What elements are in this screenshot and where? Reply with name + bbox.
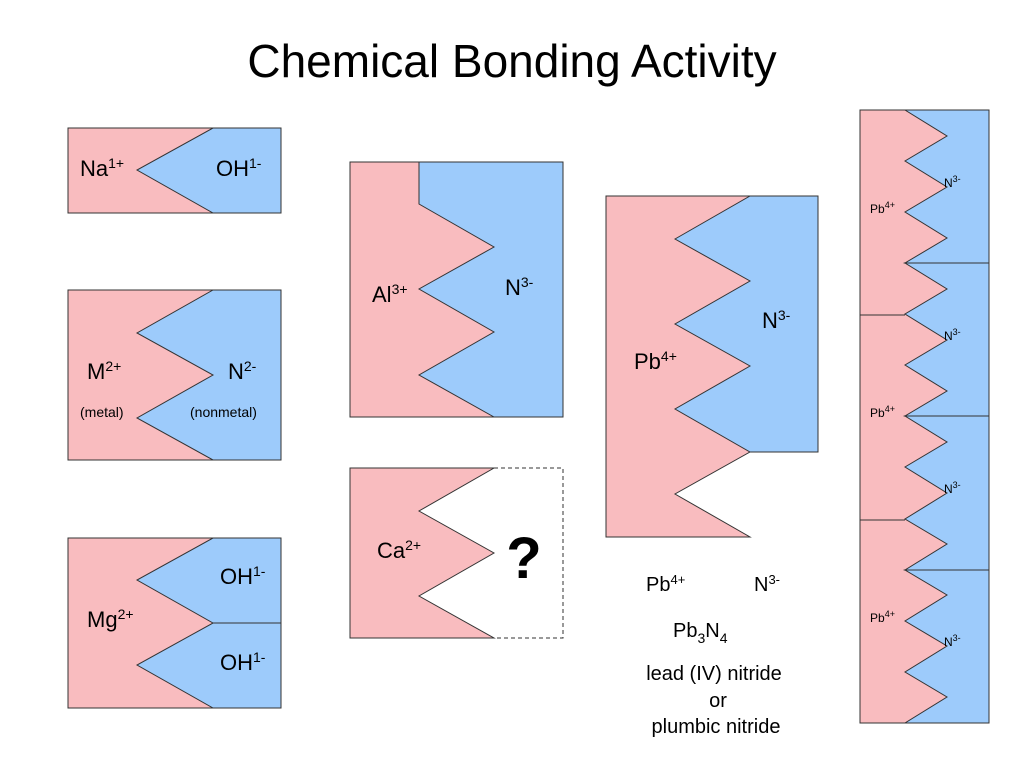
anion-symbol: N — [944, 176, 953, 190]
cation-charge: 2+ — [105, 358, 121, 374]
cation-charge: 4+ — [885, 609, 895, 619]
svg-text:OH1-: OH1- — [216, 155, 262, 181]
tile-pb3n4-column: Pb4+ Pb4+ Pb4+ N3- N3- N3- N3- — [859, 109, 990, 724]
svg-text:Ca2+: Ca2+ — [377, 537, 421, 563]
svg-text:Pb4+: Pb4+ — [634, 348, 677, 374]
anion-symbol: N — [944, 482, 953, 496]
anion-symbol: N — [505, 275, 521, 300]
anion-charge: 3- — [953, 174, 961, 184]
page-title: Chemical Bonding Activity — [247, 35, 777, 87]
cation-symbol: Mg — [87, 607, 118, 632]
svg-text:N3-: N3- — [762, 307, 791, 333]
svg-text:N3-: N3- — [505, 274, 534, 300]
anion-charge: 3- — [953, 633, 961, 643]
tile-m-n: M2+ N2- (metal) (nonmetal) — [67, 289, 282, 461]
anion-charge: 3- — [953, 480, 961, 490]
cation-symbol: Pb — [870, 611, 885, 625]
cation-symbol: Ca — [377, 538, 406, 563]
anion-charge: 1- — [249, 155, 262, 171]
compound-alt-name: plumbic nitride — [652, 716, 781, 738]
anion-symbol: N — [944, 635, 953, 649]
cation-symbol: Pb — [870, 406, 885, 420]
summary-cation-charge: 4+ — [670, 572, 685, 587]
svg-text:N3-: N3- — [944, 327, 961, 343]
anion-symbol: N — [944, 329, 953, 343]
cation-charge: 4+ — [885, 404, 895, 414]
anion-charge: 1- — [253, 563, 266, 579]
anion-charge: 1- — [253, 649, 266, 665]
svg-text:Pb4+: Pb4+ — [870, 404, 895, 420]
cation-symbol: Pb — [634, 349, 661, 374]
nonmetal-note: (nonmetal) — [190, 404, 257, 420]
svg-text:N2-: N2- — [228, 358, 257, 384]
cation-charge: 4+ — [885, 200, 895, 210]
tile-ca: Ca2+ ? — [349, 467, 564, 639]
svg-text:Pb4+: Pb4+ — [870, 609, 895, 625]
anion-symbol: N — [762, 308, 778, 333]
svg-text:Na1+: Na1+ — [80, 155, 124, 181]
cation-charge: 1+ — [108, 155, 124, 171]
anion-symbol: OH — [216, 156, 249, 181]
svg-text:Pb4+: Pb4+ — [646, 572, 685, 596]
svg-text:N3-: N3- — [944, 174, 961, 190]
pb3n4-summary: Pb4+ N3- Pb3N4 lead (IV) nitride or plum… — [646, 572, 782, 738]
cation-symbol: M — [87, 359, 105, 384]
cation-symbol: Pb — [870, 202, 885, 216]
anion-charge: 3- — [778, 307, 791, 323]
unknown-anion-question-mark: ? — [506, 526, 541, 591]
svg-text:N3-: N3- — [944, 480, 961, 496]
tile-pb-n: Pb4+ N3- — [605, 195, 819, 538]
svg-text:M2+: M2+ — [87, 358, 121, 384]
svg-text:OH1-: OH1- — [220, 649, 266, 675]
svg-text:Pb4+: Pb4+ — [870, 200, 895, 216]
svg-text:Mg2+: Mg2+ — [87, 606, 134, 632]
cation-charge: 2+ — [405, 537, 421, 553]
svg-text:Al3+: Al3+ — [372, 281, 408, 307]
cation-charge: 4+ — [661, 348, 677, 364]
anion-symbol: OH — [220, 564, 253, 589]
cation-charge: 2+ — [118, 606, 134, 622]
anion-charge: 3- — [521, 274, 534, 290]
anion-symbol: OH — [220, 650, 253, 675]
compound-name: lead (IV) nitride — [646, 663, 782, 685]
formula: Pb3N4 — [673, 620, 728, 646]
tile-mg-oh: Mg2+ OH1- OH1- — [67, 537, 282, 709]
metal-note: (metal) — [80, 404, 124, 420]
tile-na-oh: Na1+ OH1- — [67, 127, 282, 214]
summary-cation-symbol: Pb — [646, 574, 670, 596]
svg-text:N3-: N3- — [944, 633, 961, 649]
cation-symbol: Al — [372, 282, 392, 307]
anion-symbol: N — [228, 359, 244, 384]
svg-text:N3-: N3- — [754, 572, 780, 596]
anion-charge: 2- — [244, 358, 257, 374]
name-or: or — [709, 690, 727, 712]
cation-charge: 3+ — [392, 281, 408, 297]
cation-symbol: Na — [80, 156, 109, 181]
svg-text:OH1-: OH1- — [220, 563, 266, 589]
summary-anion-charge: 3- — [768, 572, 780, 587]
anion-charge: 3- — [953, 327, 961, 337]
summary-anion-symbol: N — [754, 574, 768, 596]
tile-al-n: Al3+ N3- — [349, 161, 564, 418]
